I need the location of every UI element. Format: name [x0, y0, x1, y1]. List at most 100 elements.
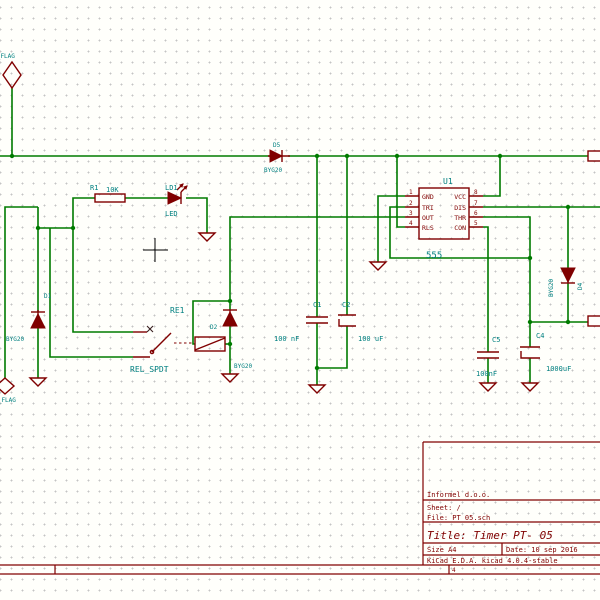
ref-label: C1	[313, 301, 321, 309]
ref-label: D2	[210, 324, 218, 331]
title-block-size: Size A4	[427, 546, 457, 554]
pin-number: 8	[474, 189, 478, 196]
pin-number: 3	[409, 210, 413, 217]
resistor-body-right-top[interactable]	[587, 150, 600, 162]
cap-plate-bottom	[520, 351, 540, 359]
ic-body	[418, 187, 470, 240]
wire-con[interactable]	[483, 226, 489, 352]
wire-coil-left[interactable]	[192, 300, 230, 345]
ref-label: D5	[273, 142, 281, 149]
pin-number: 7	[474, 200, 478, 207]
wire-c2[interactable]	[317, 156, 348, 369]
frame-column-label: 4	[452, 567, 456, 574]
ref-label: D4	[577, 282, 584, 290]
pin-name: GND	[422, 193, 434, 201]
diode-triangle	[30, 312, 46, 329]
ref-label: RE1	[170, 306, 185, 315]
component-C5[interactable]: C5 100nF	[476, 336, 500, 378]
title-block-date: Date: 10 sep 2016	[506, 546, 578, 554]
value-label: 555	[426, 251, 442, 261]
cap-plates	[477, 351, 499, 359]
gnd-icon	[220, 373, 240, 383]
ref-label: C2	[342, 301, 350, 309]
component-C1[interactable]: C1 100 nF	[274, 301, 328, 343]
gnd-icon	[520, 382, 540, 392]
component-D4[interactable]: BYG20 D4	[548, 267, 584, 297]
power-flag-bottom[interactable]: PWR_FLAG	[0, 377, 16, 404]
component-U1[interactable]: U1 555 1 2 3 4 8 7 6 5 GND TRI OUT RLS V…	[405, 177, 483, 261]
pin-number: 1	[409, 189, 413, 196]
component-RE1[interactable]: RE1 REL_SPDT	[130, 306, 226, 374]
led-triangle	[167, 191, 183, 205]
wire-gnd-pin[interactable]	[377, 195, 405, 262]
gnd-symbols[interactable]	[28, 232, 540, 394]
ref-label: C5	[492, 336, 500, 344]
led-arrowheads	[179, 183, 188, 190]
pin-number: 5	[474, 220, 478, 227]
relay-coil-diagonal	[194, 337, 226, 351]
ref-label: LD1	[165, 184, 178, 192]
title-block-company: Informel d.o.o.	[427, 491, 490, 499]
wire-vcc-pin[interactable]	[483, 156, 501, 197]
title-block-title: Title: Timer PT- 05	[427, 529, 553, 542]
component-C2[interactable]: C2 100 uF	[338, 301, 383, 343]
pin-name: RLS	[422, 224, 434, 232]
gnd-icon	[307, 384, 327, 394]
value-label: 100 uF	[358, 335, 383, 343]
ref-label: R1	[90, 184, 98, 192]
value-label: 10K	[106, 186, 119, 194]
pin-name: THR	[454, 214, 466, 222]
power-flag-label: PWR_FLAG	[0, 397, 16, 404]
wires[interactable]	[0, 88, 600, 385]
gnd-icon	[28, 377, 48, 387]
pin-number: 2	[409, 200, 413, 207]
diode-triangle	[560, 267, 576, 284]
component-D2[interactable]: D2 BYG20	[210, 309, 252, 370]
title-block-sheet: Sheet: /	[427, 504, 461, 512]
value-label: LED	[165, 210, 178, 218]
gnd-icon	[478, 382, 498, 392]
cap-plates	[306, 316, 328, 324]
title-block-file: File: PT_05.sch	[427, 514, 490, 522]
ref-label: U1	[443, 177, 453, 186]
pin-name: CON	[454, 224, 466, 232]
ref-label: C4	[536, 332, 544, 340]
wire-led-cathode[interactable]	[186, 197, 208, 233]
cap-plate-bottom	[338, 319, 356, 327]
component-R1[interactable]: R1 10K	[90, 184, 126, 203]
power-flag-top[interactable]: PWR_FLAG	[0, 53, 22, 90]
wire-rls[interactable]	[396, 156, 405, 228]
relay-pivot	[149, 349, 155, 355]
value-label: BYG20	[6, 336, 24, 343]
gnd-icon	[368, 261, 388, 271]
component-LD1[interactable]: LD1 LED	[165, 183, 188, 218]
pin-name: VCC	[454, 193, 466, 201]
sheet-frame: 4	[0, 564, 600, 575]
component-C4[interactable]: C4 1000uF	[520, 332, 571, 373]
pin-name: OUT	[422, 214, 434, 222]
wire-r1-left[interactable]	[72, 197, 133, 333]
title-block: Informel d.o.o. Sheet: / File: PT_05.sch…	[422, 441, 600, 565]
gnd-icon	[197, 232, 217, 242]
power-flag-icon	[2, 60, 22, 90]
value-label: REL_SPDT	[130, 365, 169, 374]
resistor-body-right-bottom[interactable]	[587, 315, 600, 327]
wire-left-loop[interactable]	[4, 206, 73, 378]
ic-pins-right	[469, 195, 483, 228]
ic-pins-left	[405, 195, 419, 228]
diode-triangle	[222, 310, 238, 327]
relay-coil	[194, 336, 226, 352]
wire-switch-lower[interactable]	[49, 228, 133, 358]
diode-triangle	[269, 149, 284, 163]
value-label: BYG20	[264, 167, 282, 174]
title-block-tool: KiCad E.D.A. kicad 4.0.4-stable	[427, 557, 558, 565]
value-label: 100 nF	[274, 335, 299, 343]
value-label: BYG20	[234, 363, 252, 370]
component-D5[interactable]: D5 BYG20	[264, 142, 290, 174]
component-D1[interactable]: D1 BYG20	[6, 293, 52, 343]
ref-label: D1	[44, 293, 52, 300]
wire-thr[interactable]	[483, 216, 531, 322]
pin-number: 6	[474, 210, 478, 217]
